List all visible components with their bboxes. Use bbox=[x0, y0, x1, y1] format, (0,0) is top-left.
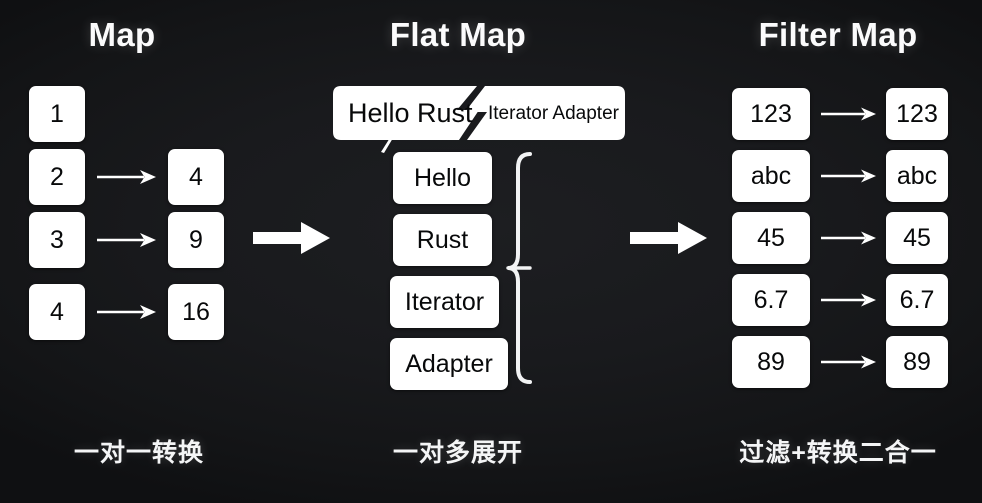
filtermap-output-chip[interactable]: 123 bbox=[886, 88, 948, 140]
filtermap-row-arrow-icon bbox=[821, 293, 876, 307]
stage-arrow-map-to-flatmap-icon bbox=[253, 222, 330, 254]
map-row-arrow-icon bbox=[97, 233, 156, 247]
column-title-flat-map: Flat Map bbox=[389, 16, 527, 53]
split-banner-shape bbox=[333, 86, 625, 140]
map-output-chip[interactable]: 16 bbox=[168, 284, 224, 340]
flatmap-banner-right-label: Iterator Adapter bbox=[488, 102, 619, 124]
column-title-filter-map: Filter Map bbox=[758, 16, 918, 53]
filtermap-output-chip[interactable]: 6.7 bbox=[886, 274, 948, 326]
map-input-chip[interactable]: 2 bbox=[29, 149, 85, 205]
map-row-arrow-icon bbox=[97, 305, 156, 319]
flatmap-source-banner[interactable]: Hello Rust Iterator Adapter bbox=[333, 86, 625, 140]
filtermap-output-chip[interactable]: abc bbox=[886, 150, 948, 202]
flatmap-output-chip[interactable]: Hello bbox=[393, 152, 492, 204]
filtermap-row-arrow-icon bbox=[821, 169, 876, 183]
filtermap-row-arrow-icon bbox=[821, 107, 876, 121]
map-row-arrow-icon bbox=[97, 170, 156, 184]
column-caption-flat-map: 一对多展开 bbox=[392, 439, 524, 467]
flatmap-output-chip[interactable]: Iterator bbox=[390, 276, 499, 328]
filtermap-output-chip[interactable]: 89 bbox=[886, 336, 948, 388]
column-caption-filter-map: 过滤+转换二合一 bbox=[739, 439, 937, 467]
flatmap-output-chip[interactable]: Adapter bbox=[390, 338, 508, 390]
column-caption-map: 一对一转换 bbox=[73, 439, 205, 467]
map-input-chip[interactable]: 4 bbox=[29, 284, 85, 340]
filtermap-input-chip[interactable]: 89 bbox=[732, 336, 810, 388]
filtermap-row-arrow-icon bbox=[821, 231, 876, 245]
map-input-chip[interactable]: 3 bbox=[29, 212, 85, 268]
filtermap-input-chip[interactable]: 45 bbox=[732, 212, 810, 264]
flatmap-group-brace bbox=[506, 152, 532, 384]
filtermap-input-chip[interactable]: 6.7 bbox=[732, 274, 810, 326]
flatmap-output-chip[interactable]: Rust bbox=[393, 214, 492, 266]
lightning-bolt-tail-icon bbox=[381, 133, 396, 153]
column-title-map: Map bbox=[88, 16, 156, 53]
map-output-chip[interactable]: 4 bbox=[168, 149, 224, 205]
stage-arrow-flatmap-to-filtermap-icon bbox=[630, 222, 707, 254]
filtermap-input-chip[interactable]: 123 bbox=[732, 88, 810, 140]
filtermap-output-chip[interactable]: 45 bbox=[886, 212, 948, 264]
map-output-chip[interactable]: 9 bbox=[168, 212, 224, 268]
map-input-chip[interactable]: 1 bbox=[29, 86, 85, 142]
flatmap-banner-left-label: Hello Rust bbox=[348, 97, 473, 128]
filtermap-input-chip[interactable]: abc bbox=[732, 150, 810, 202]
filtermap-row-arrow-icon bbox=[821, 355, 876, 369]
